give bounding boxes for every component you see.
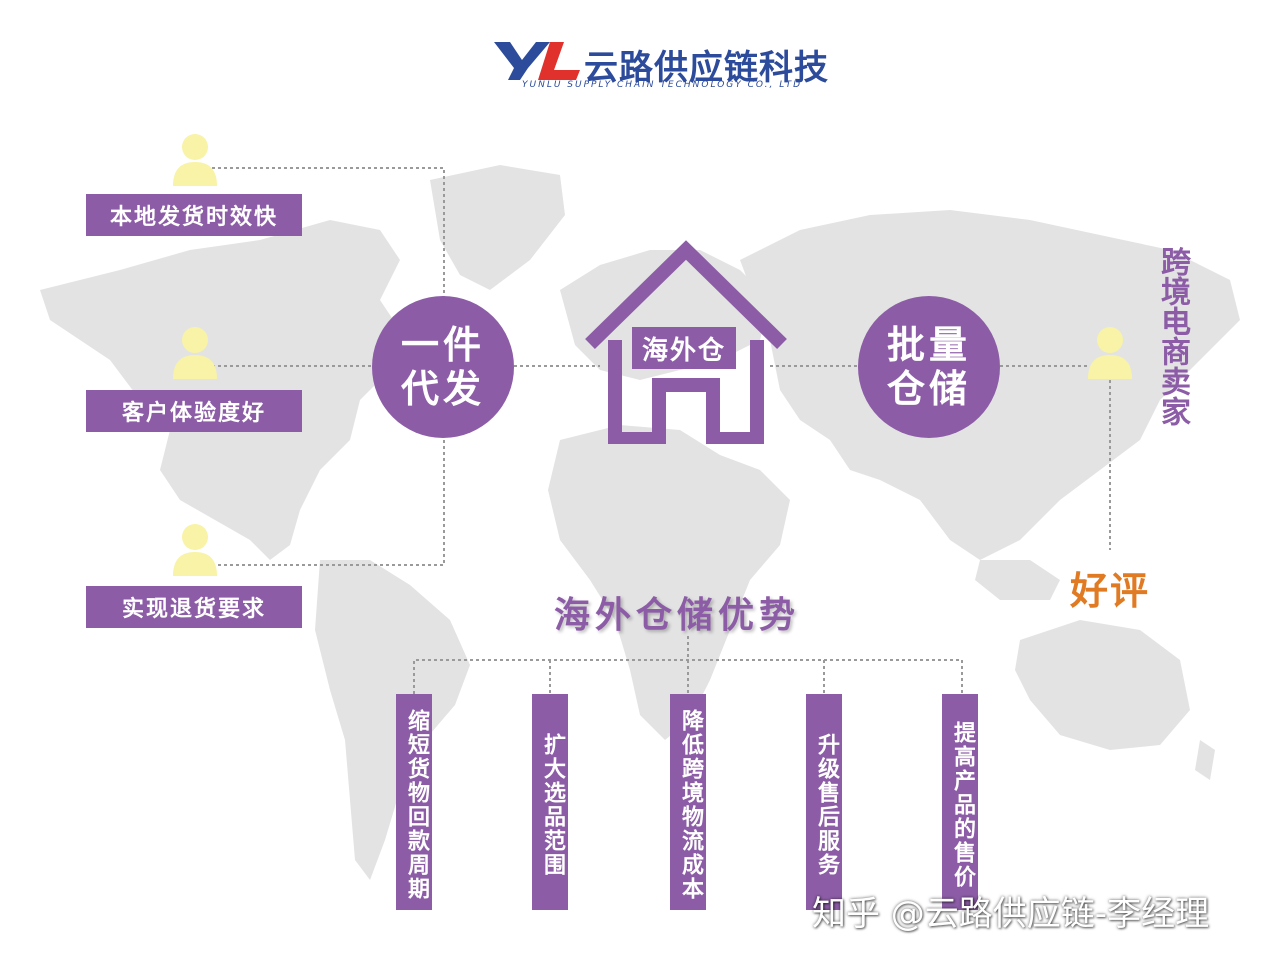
cross-border-seller-title: 跨境电商卖家 <box>1155 246 1190 426</box>
bulk-line2: 仓储 <box>886 367 971 411</box>
zhihu-watermark: 知乎 @云路供应链-李经理 <box>812 894 1210 934</box>
person-icon <box>173 327 217 379</box>
advantage-reduce-logistics-cost: 降低跨境物流成本 <box>670 694 706 910</box>
bulk-storage-circle: 批量 仓储 <box>858 296 1000 438</box>
benefit-customer-experience: 客户体验度好 <box>86 390 302 432</box>
advantage-expand-selection: 扩大选品范围 <box>532 694 568 910</box>
sea-islands-shape <box>975 560 1060 600</box>
benefit-local-shipping: 本地发货时效快 <box>86 194 302 236</box>
benefit-label: 客户体验度好 <box>121 401 266 426</box>
seller-person-icon <box>1088 327 1132 379</box>
advantage-label: 提高产品的售价 <box>950 721 975 889</box>
dropship-circle: 一件 代发 <box>372 296 514 438</box>
overseas-warehouse-label: 海外仓 <box>632 327 736 369</box>
australia-shape <box>1015 620 1190 750</box>
house-icon <box>585 240 787 444</box>
person-icon <box>173 134 217 186</box>
advantages-title: 海外仓储优势 <box>554 595 801 636</box>
new-zealand-shape <box>1195 740 1215 780</box>
benefit-returns: 实现退货要求 <box>86 586 302 628</box>
advantage-label: 扩大选品范围 <box>540 733 565 877</box>
dropship-line1: 一件 <box>400 323 485 367</box>
advantage-upgrade-after-sales: 升级售后服务 <box>806 694 842 910</box>
yl-logo-mark <box>494 42 580 80</box>
company-logo: 云路供应链科技 YUNLU SUPPLY CHAIN TECHNOLOGY CO… <box>492 34 852 94</box>
advantage-label: 降低跨境物流成本 <box>678 709 703 901</box>
benefit-label: 实现退货要求 <box>121 597 266 622</box>
africa-shape <box>548 425 790 740</box>
advantage-label: 升级售后服务 <box>814 733 839 877</box>
greenland-shape <box>430 165 565 290</box>
good-review-label: 好评 <box>1070 569 1151 613</box>
logo-name-en: YUNLU SUPPLY CHAIN TECHNOLOGY CO., LTD <box>522 80 803 90</box>
dropship-line2: 代发 <box>400 367 485 411</box>
bulk-line1: 批量 <box>886 323 971 367</box>
advantage-shorten-payment-cycle: 缩短货物回款周期 <box>396 694 432 910</box>
person-icon <box>173 524 217 576</box>
logo-name-cn: 云路供应链科技 <box>584 48 829 88</box>
benefit-label: 本地发货时效快 <box>109 205 278 230</box>
south-america-shape <box>315 560 470 880</box>
advantage-label: 缩短货物回款周期 <box>404 709 429 901</box>
advantage-raise-price: 提高产品的售价 <box>942 694 978 910</box>
